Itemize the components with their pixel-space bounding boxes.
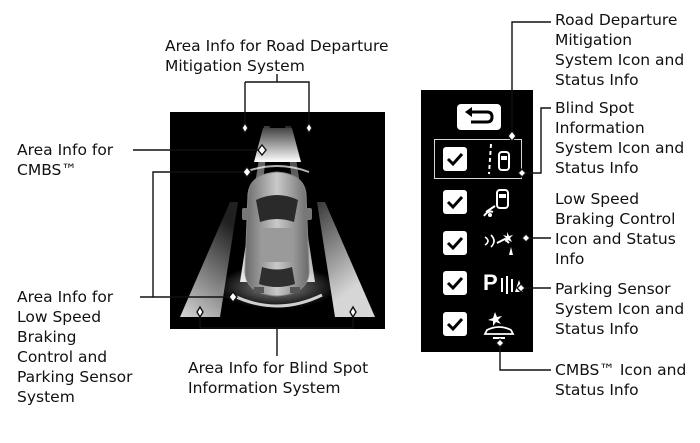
checkbox-blind-spot[interactable] xyxy=(443,190,467,214)
marker-lsbc-icon xyxy=(521,233,531,243)
status-panel: P xyxy=(421,90,533,352)
marker-lsbc-bottom xyxy=(228,290,238,304)
car-illustration xyxy=(242,171,312,297)
area-display-graphic xyxy=(180,126,375,317)
marker-rdm-right xyxy=(305,121,313,135)
cmbs-area xyxy=(254,128,301,162)
back-arrow-icon xyxy=(465,107,494,124)
marker-cmbs xyxy=(257,143,267,157)
blind-spot-car-icon xyxy=(483,189,509,217)
checkbox-parking-sensor[interactable] xyxy=(443,271,467,295)
checkbox-cmbs[interactable] xyxy=(443,312,467,336)
marker-parking-icon xyxy=(516,283,526,293)
checkbox-checked-icon xyxy=(446,195,464,210)
label-bsi-area: Area Info for Blind Spot Information Sys… xyxy=(188,359,369,397)
label-rdm-area: Area Info for Road Departure Mitigation … xyxy=(165,37,389,75)
checkbox-low-speed-braking[interactable] xyxy=(443,231,467,255)
checkbox-checked-icon xyxy=(446,152,464,167)
marker-rdm-left xyxy=(241,121,249,135)
area-display-screen xyxy=(170,112,385,329)
back-button[interactable] xyxy=(457,104,501,130)
label-lsbc-icon: Low Speed Braking Control Icon and Statu… xyxy=(555,190,676,268)
checkbox-checked-icon xyxy=(446,236,464,251)
marker-lsbc-top xyxy=(242,165,252,179)
label-rdm-icon: Road Departure Mitigation System Icon an… xyxy=(555,11,685,89)
marker-rdm-icon xyxy=(507,129,517,143)
marker-bsi-right xyxy=(349,305,357,319)
road-departure-row xyxy=(434,139,522,179)
lane-car-icon xyxy=(488,143,510,175)
low-speed-braking-icon xyxy=(484,232,513,255)
cmbs-icon xyxy=(483,312,515,339)
marker-cmbs-icon xyxy=(495,338,505,348)
label-bsi-icon: Blind Spot Information System Icon and S… xyxy=(555,99,685,177)
marker-bsi-left xyxy=(196,305,204,319)
label-cmbs-area: Area Info for CMBS™ xyxy=(17,141,114,179)
checkbox-checked-icon xyxy=(446,276,464,291)
label-cmbs-icon: CMBS™ Icon and Status Info xyxy=(555,361,687,399)
label-parking-icon: Parking Sensor System Icon and Status In… xyxy=(555,280,685,338)
label-lsbc-area: Area Info for Low Speed Braking Control … xyxy=(17,288,133,406)
checkbox-checked-icon xyxy=(446,317,464,332)
parking-sensor-letter: P xyxy=(483,270,498,295)
checkbox-road-departure[interactable] xyxy=(443,147,467,171)
marker-bsi-icon xyxy=(517,168,527,178)
